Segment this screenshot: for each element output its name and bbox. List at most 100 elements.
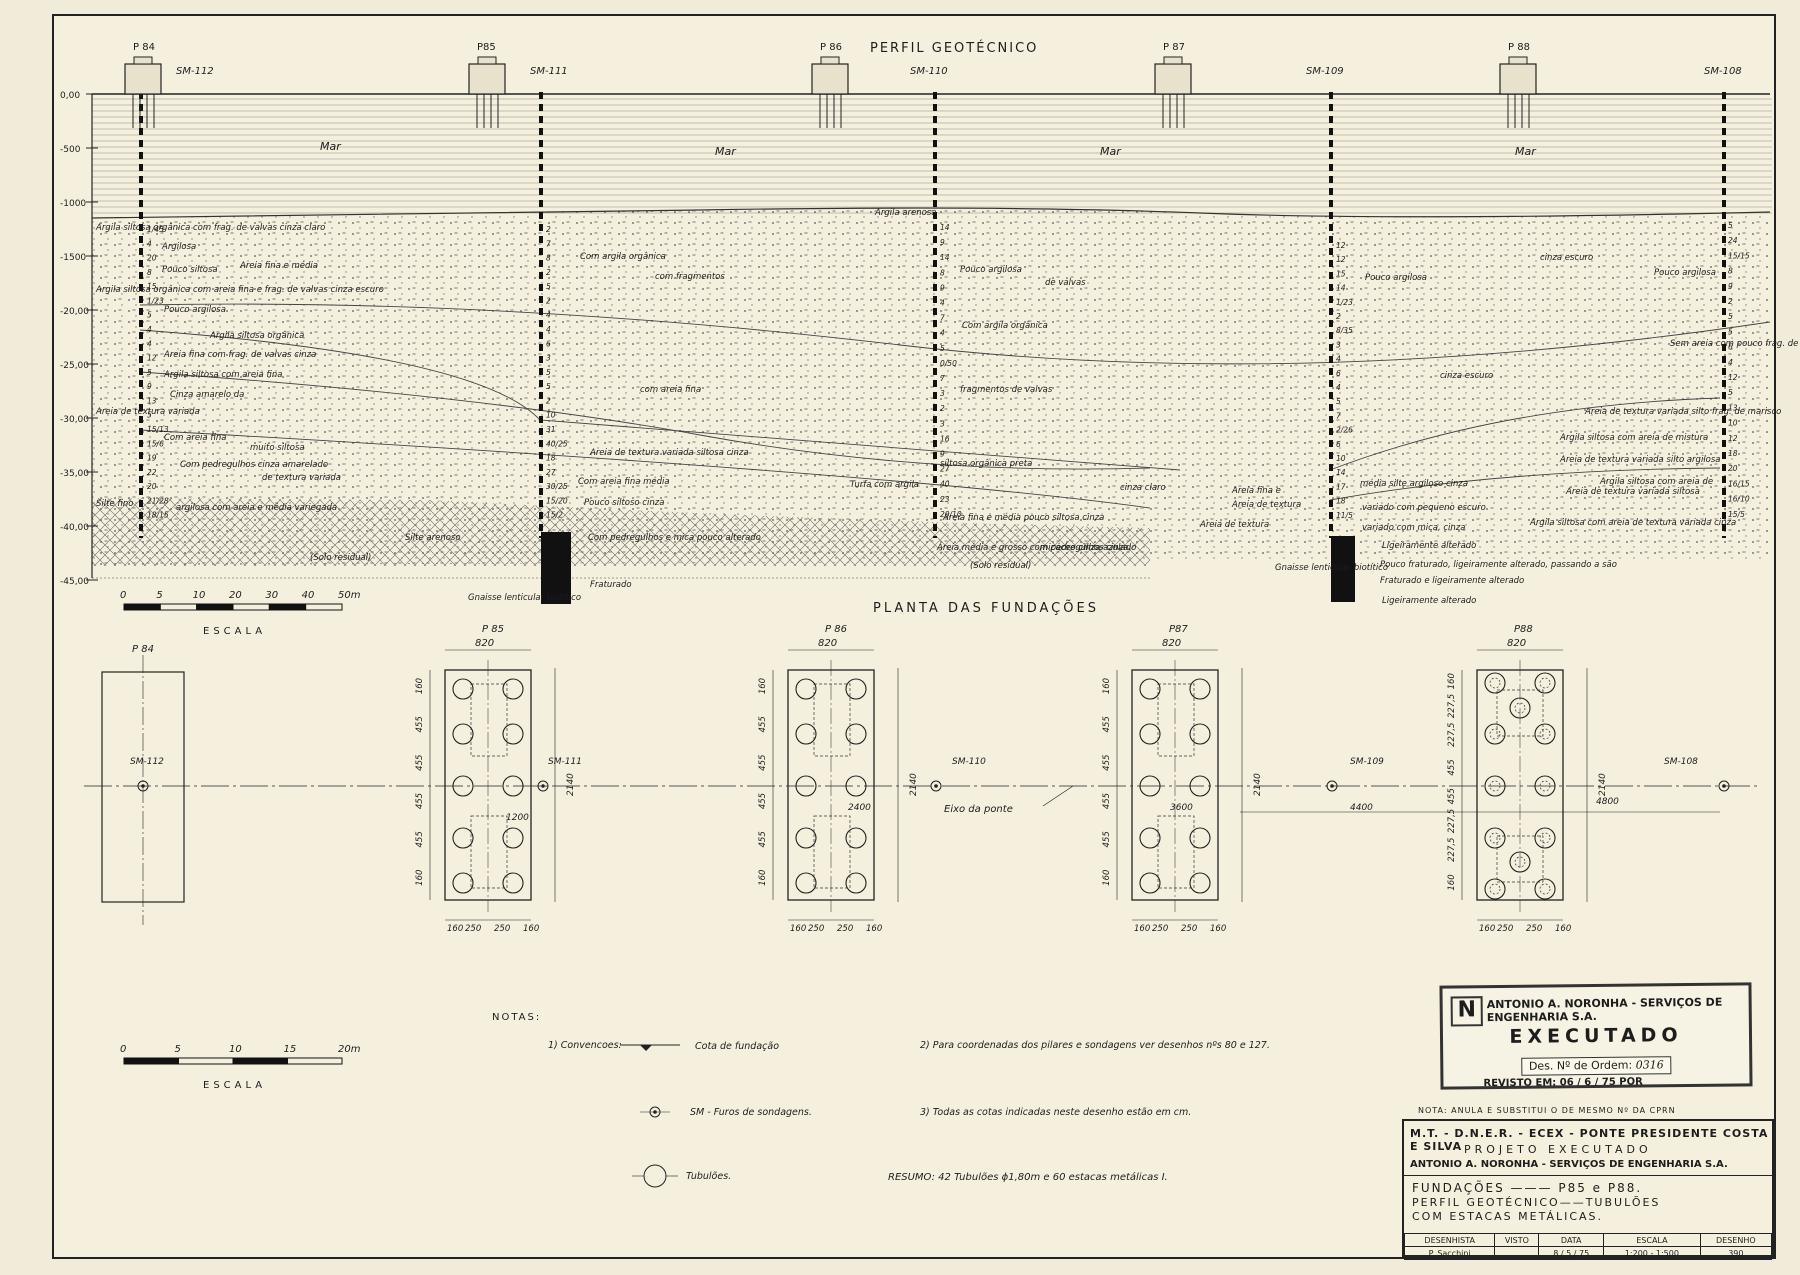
scale-tick: 20 [229,590,242,601]
layer-description: Areia fina com frag. de valvas cinza [163,350,316,360]
layer-description: Com argila orgânica [580,252,666,262]
scale-label: ESCALA [203,1080,266,1091]
layer-description: Cinza amarelo da [170,390,244,400]
spt-value: 5 [1728,221,1733,230]
bottom-dim: 250 [1181,924,1197,934]
spt-value: 20 [1728,464,1738,473]
spt-value: 13 [147,396,157,405]
layer-description: variado com pequeno escuro [1362,503,1486,513]
layer-description: muito siltosa [250,443,305,453]
spt-value: 7 [940,374,945,383]
spt-value: 5 [1728,388,1733,397]
value-cell [1494,1246,1540,1260]
residual-soil-hatch [92,498,1150,566]
bottom-dim: 250 [808,924,824,934]
side-dim: 160 [1447,874,1457,890]
layer-description: Com pedregulhos cinza amarelado [180,460,328,470]
spt-value: 4 [147,239,152,248]
depth-label: 0,00 [60,91,80,101]
spt-value: 18 [1728,449,1738,458]
value-cell: 390 [1699,1246,1773,1260]
spt-value: 2 [546,296,551,305]
tubulao [502,775,524,797]
borehole-label: SM-110 [910,66,948,77]
pier-width: 820 [818,638,837,649]
side-dim: 160 [1447,673,1457,689]
tubulao [1139,723,1161,745]
layer-description: Areia fina e [1231,486,1281,496]
pier-icon [124,56,162,128]
spt-value: 14 [1336,284,1346,293]
layer-description: Com pedregulhos e mica pouco alterado [588,533,761,543]
spt-value: 3 [940,389,945,398]
spt-value: 4 [1336,383,1341,392]
pier-length: 2140 [1253,773,1263,796]
bottom-dim: 160 [1479,924,1495,934]
tubulao [452,775,474,797]
layer-description: Areia fina e média [239,260,318,271]
depth-label: -20,00 [60,307,89,317]
spt-value: 18 [546,454,556,463]
spt-value: 2 [1336,312,1341,321]
spt-value: 15/13 [147,425,169,434]
layer-description: cinza escuro [1540,253,1593,263]
spt-value: 6 [1728,343,1733,352]
tubulao [845,775,867,797]
layer-description: Gnaisse lenticular biotítico [468,593,581,603]
spt-value: 27 [546,468,556,477]
spt-value: 15/2 [546,511,563,520]
layer-description: com fragmentos [655,272,725,282]
value-cell: 1:200 - 1:500 [1603,1246,1701,1260]
spt-value: 8 [1728,267,1733,276]
tubulao [1139,872,1161,894]
notes-heading: NOTAS: [492,1012,541,1023]
pier-label: P87 [1169,624,1188,635]
layer-description: média silte argiloso cinza [1360,478,1468,489]
scale-tick: 20m [338,1044,361,1055]
pier-icon [468,56,506,128]
executed-stamp: N ANTONIO A. NORONHA - SERVIÇOS DE ENGEN… [1439,982,1753,1090]
pier-label: P85 [477,42,496,53]
spacing-dim: 3600 [1170,803,1193,813]
pier-icon [1499,56,1537,128]
sea-label: Mar [320,140,342,153]
spt-value: 4 [546,311,551,320]
value-cell: P. Sacchini [1403,1246,1496,1260]
header-cell: DESENHISTA [1403,1233,1496,1247]
spt-value: 18/15 [147,511,169,520]
company-logo: N [1450,996,1483,1027]
header-cell: ESCALA [1603,1233,1701,1247]
spt-value: 15/6 [147,439,164,448]
spt-value: 14 [940,223,950,232]
drawing-desc-3: COM ESTACAS METÁLICAS. [1412,1210,1604,1223]
spt-value: 5 [1336,397,1341,406]
borehole-label: SM-111 [548,757,582,767]
soil-layers [92,208,1770,566]
side-dim: 455 [1447,759,1457,775]
spt-value: 4 [1728,358,1733,367]
bottom-dim: 250 [1497,924,1513,934]
title-block: M.T. - D.N.E.R. - ECEX - PONTE PRESIDENT… [1402,1119,1774,1260]
side-dim: 160 [758,870,768,886]
spt-value: 16/15 [1728,479,1750,488]
spt-value: 22 [147,468,157,477]
spt-value: 4 [546,325,551,334]
header-cell: DATA [1538,1233,1605,1247]
tubulao [1484,827,1506,849]
bedrock-column [541,532,571,604]
layer-description: Ligeiramente alterado [1382,541,1476,551]
spt-value: 15/15 [1728,251,1750,260]
spt-value: 20 [147,482,157,491]
spt-value: 2 [1728,297,1733,306]
spt-value: 1/45 [147,225,164,234]
sea-label: Mar [1515,145,1537,158]
bottom-dim: 250 [1526,924,1542,934]
side-dim: 227,5 [1447,694,1457,718]
pier-icon [811,56,849,128]
layer-description: Argila siltosa com areia de mistura [1559,433,1708,443]
layer-description: (Solo residual) [310,553,371,563]
pier-label: P 84 [132,644,154,655]
tubulao [1484,878,1506,900]
side-dim: 455 [415,831,425,847]
